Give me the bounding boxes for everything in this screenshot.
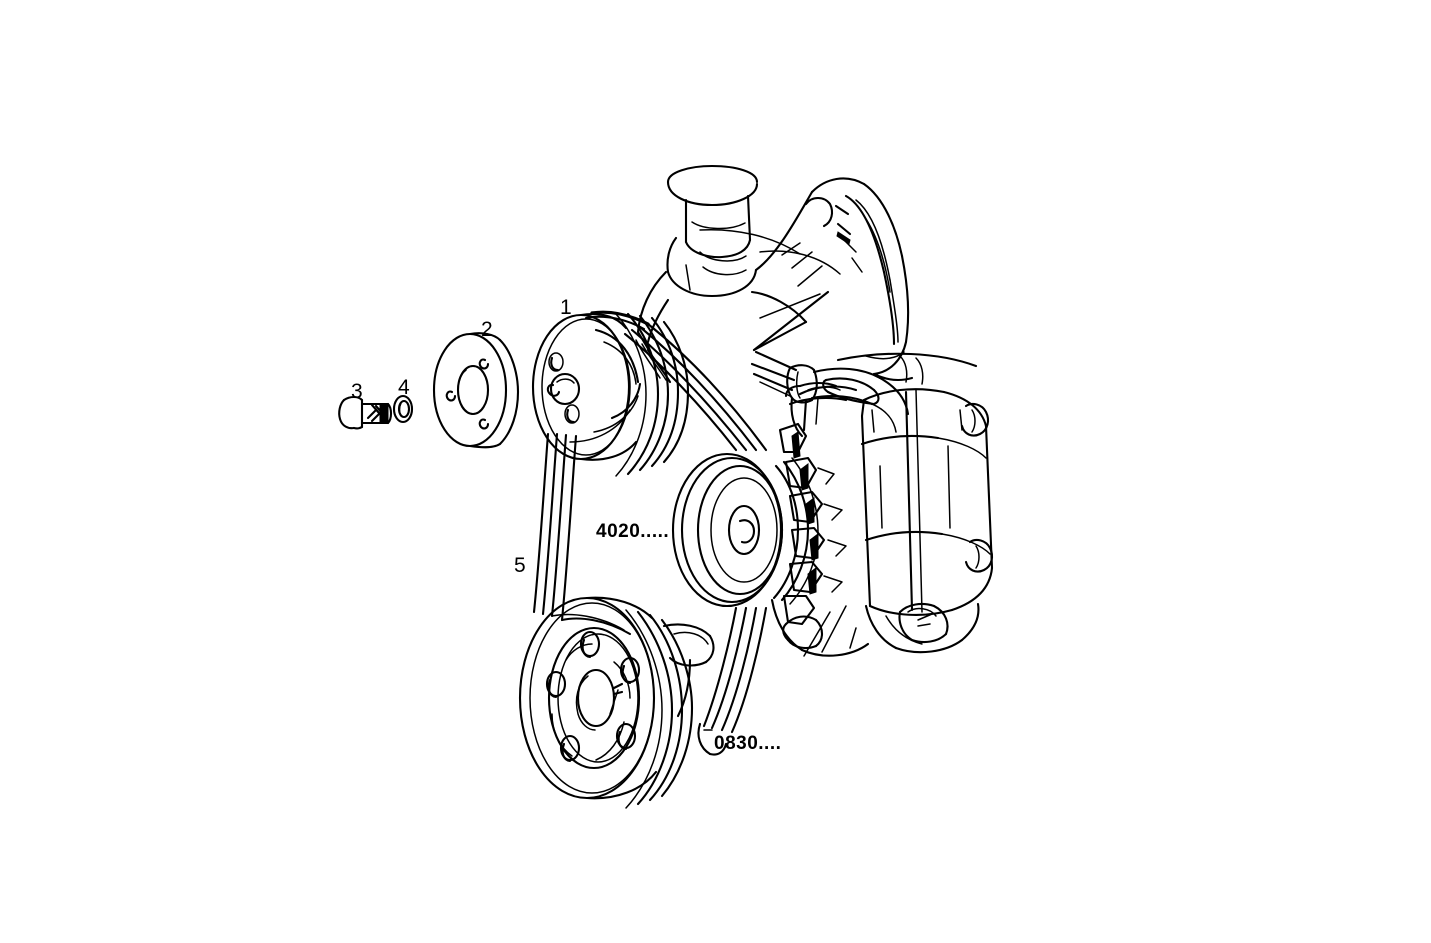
lock-washer xyxy=(392,394,414,424)
alternator xyxy=(770,381,994,657)
callout-code-0830: 0830.... xyxy=(714,733,782,754)
engine-block-housing xyxy=(635,164,914,384)
alternator-cooling-fan-blades xyxy=(778,422,847,626)
callout-label-5: 5 xyxy=(514,554,526,577)
callout-label-2: 2 xyxy=(481,318,493,341)
hex-head-bolt xyxy=(338,395,393,430)
callout-code-4020: 4020..... xyxy=(596,521,670,542)
callout-label-4: 4 xyxy=(398,376,410,399)
crank-pulley-shroud xyxy=(662,623,715,718)
pulley-flange-disc xyxy=(432,332,520,449)
alternator-adjusting-bracket xyxy=(750,350,978,438)
fan-pulley-assembly xyxy=(531,312,690,477)
crankshaft-pulley xyxy=(518,596,694,809)
callout-label-1: 1 xyxy=(560,296,572,319)
callout-label-3: 3 xyxy=(351,380,363,403)
alternator-pulley xyxy=(671,452,819,608)
